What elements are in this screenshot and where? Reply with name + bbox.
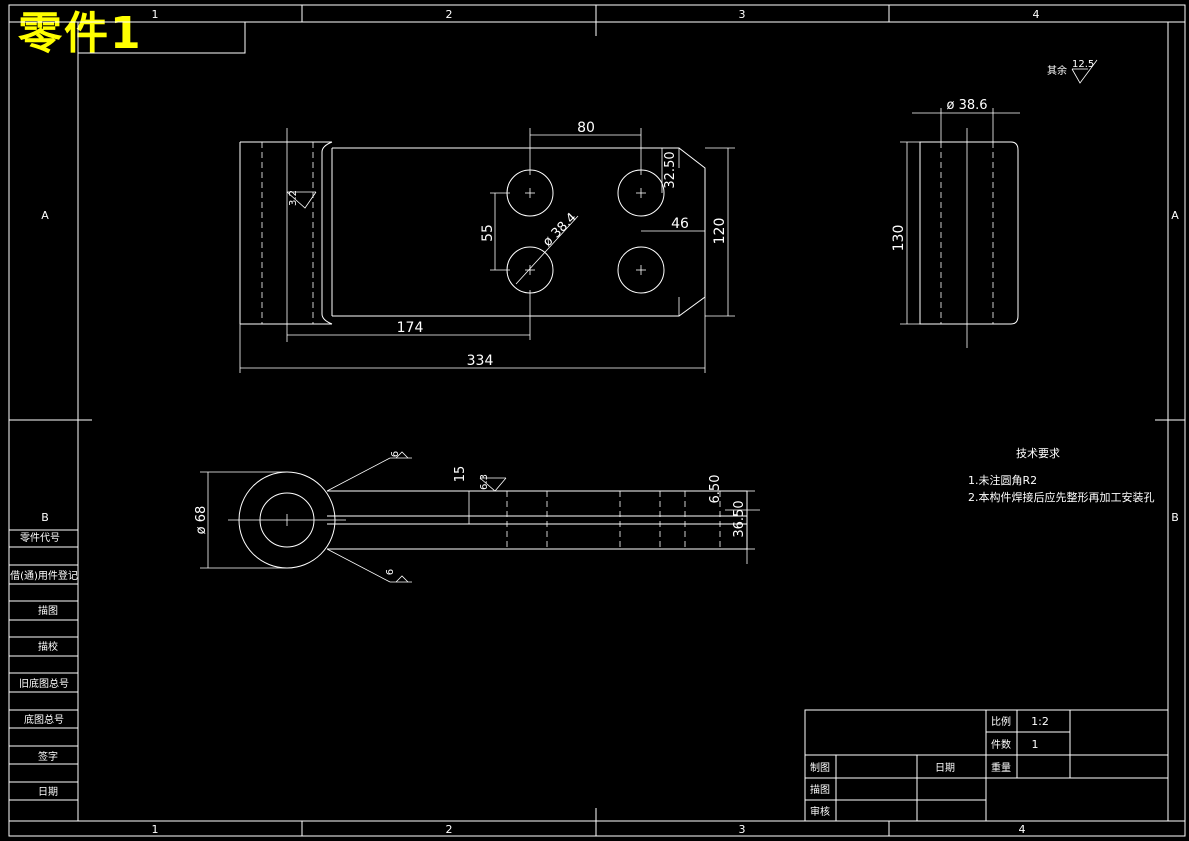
technical-requirements: 技术要求 1.未注圆角R2 2.本构件焊接后应先整形再加工安装孔 bbox=[968, 447, 1155, 504]
zone-col-4-bottom: 4 bbox=[1019, 823, 1026, 836]
date-label: 日期 bbox=[935, 762, 955, 774]
roughness-general-label: 其余 bbox=[1047, 64, 1067, 77]
drawn-label: 制图 bbox=[810, 761, 830, 774]
qty-value: 1 bbox=[1032, 738, 1039, 751]
strip-borrowed-register: 借(通)用件登记 bbox=[10, 569, 78, 582]
traced-label: 描图 bbox=[810, 783, 830, 796]
dim-thickness: 15 bbox=[453, 466, 468, 483]
dim-slot-offset: 32.50 bbox=[663, 151, 678, 188]
left-strip: 零件代号 借(通)用件登记 描图 描校 旧底图总号 底图总号 签字 日期 bbox=[9, 529, 78, 801]
weld-top-size: 6 bbox=[390, 451, 401, 457]
sheet-frame bbox=[8, 4, 1186, 837]
dim-hole-spacing-y: 55 bbox=[480, 224, 496, 242]
zone-col-2-bottom: 2 bbox=[446, 823, 453, 836]
part-title: 零件1 bbox=[18, 8, 143, 59]
strip-master-no: 底图总号 bbox=[24, 713, 64, 726]
dim-total-length: 334 bbox=[467, 353, 494, 369]
roughness-left: 3.2 bbox=[288, 190, 299, 206]
zone-col-1-top: 1 bbox=[152, 8, 159, 21]
title-block: 比例 1:2 件数 1 重量 制图 日期 描图 审核 bbox=[804, 709, 1169, 822]
roughness-bottom: 6.3 bbox=[479, 474, 490, 490]
front-view: 80 55 ø 38.4 32.50 46 120 174 334 3.2 bbox=[239, 120, 735, 373]
dim-outer-dia: ø 68 bbox=[194, 506, 209, 535]
scale-label: 比例 bbox=[991, 715, 1011, 728]
dim-side-height: 130 bbox=[891, 225, 907, 252]
strip-date: 日期 bbox=[38, 786, 58, 798]
zone-row-a-left: A bbox=[41, 209, 49, 222]
side-view: ø 38.6 130 bbox=[891, 98, 1020, 348]
roughness-general-value: 12.5 bbox=[1072, 59, 1094, 70]
strip-signature: 签字 bbox=[38, 750, 58, 763]
dim-side-dia: ø 38.6 bbox=[946, 98, 987, 113]
dim-hole-spacing-x: 80 bbox=[577, 120, 595, 136]
zone-row-b-right: B bbox=[1171, 511, 1179, 524]
dim-partial-length: 174 bbox=[397, 320, 424, 336]
dim-total-thick: 36.50 bbox=[732, 500, 747, 537]
zone-row-a-right: A bbox=[1171, 209, 1179, 222]
tech-req-item-1: 1.未注圆角R2 bbox=[968, 473, 1037, 487]
checked-label: 审核 bbox=[810, 805, 830, 818]
bottom-view: ø 68 15 6.3 6.50 36.50 6 6 bbox=[194, 451, 760, 583]
zone-col-3-top: 3 bbox=[739, 8, 746, 21]
weld-bottom-size: 6 bbox=[385, 569, 396, 575]
tech-req-item-2: 2.本构件焊接后应先整形再加工安装孔 bbox=[968, 490, 1155, 504]
strip-old-master-no: 旧底图总号 bbox=[19, 677, 69, 690]
weight-label: 重量 bbox=[991, 761, 1011, 774]
roughness-general-symbol: 其余 12.5 bbox=[1047, 59, 1098, 84]
zone-col-3-bottom: 3 bbox=[739, 823, 746, 836]
tech-req-title: 技术要求 bbox=[1016, 447, 1060, 460]
zone-col-1-bottom: 1 bbox=[152, 823, 159, 836]
dim-height: 120 bbox=[712, 218, 728, 245]
scale-value: 1:2 bbox=[1031, 715, 1049, 728]
strip-trace-check: 描校 bbox=[38, 640, 58, 653]
strip-part-code: 零件代号 bbox=[20, 532, 60, 544]
zone-row-b-left: B bbox=[41, 511, 49, 524]
dim-gap: 6.50 bbox=[708, 475, 723, 504]
strip-tracing: 描图 bbox=[38, 604, 58, 617]
dim-edge-offset: 46 bbox=[671, 216, 689, 232]
zone-col-4-top: 4 bbox=[1033, 8, 1040, 21]
dim-hole-dia: ø 38.4 bbox=[540, 210, 580, 250]
zone-col-2-top: 2 bbox=[446, 8, 453, 21]
qty-label: 件数 bbox=[991, 738, 1011, 751]
